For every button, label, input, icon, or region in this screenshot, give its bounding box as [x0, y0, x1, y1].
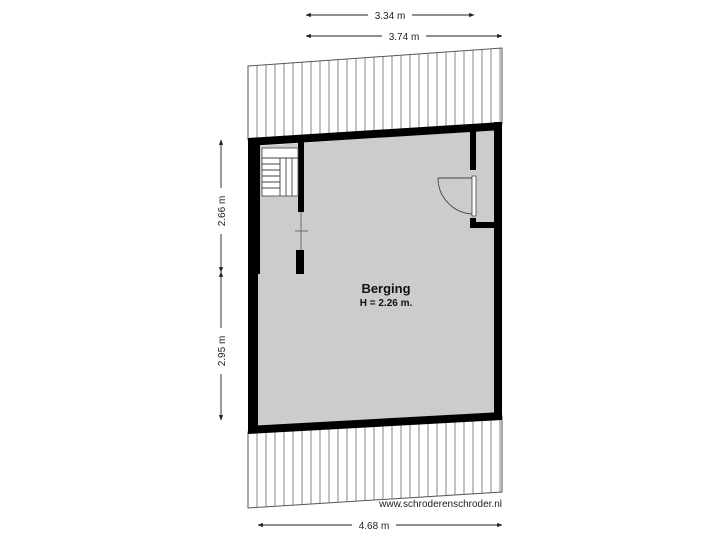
room-height: H = 2.26 m. [360, 298, 413, 309]
roof-bottom-section [247, 415, 503, 509]
svg-text:4.68 m: 4.68 m [359, 521, 390, 532]
svg-text:3.34 m: 3.34 m [375, 11, 406, 22]
svg-text:2.95 m: 2.95 m [217, 336, 228, 367]
svg-text:2.66 m: 2.66 m [217, 196, 228, 227]
dimension-top-outer: 3.74 m [305, 29, 503, 43]
room-floor [258, 130, 494, 426]
svg-text:3.74 m: 3.74 m [389, 32, 420, 43]
dimension-left-lower: 2.95 m [214, 271, 228, 421]
dimension-left-upper: 2.66 m [214, 139, 228, 273]
roof-top-section [247, 47, 503, 141]
walls [248, 122, 502, 434]
watermark: www.schroderenschroder.nl [378, 499, 502, 510]
closet-door [437, 175, 477, 217]
partition-opening [295, 212, 308, 250]
room-name: Berging [361, 281, 410, 296]
stair [261, 147, 299, 197]
dimension-bottom: 4.68 m [257, 518, 503, 532]
dimension-top-inner: 3.34 m [305, 8, 475, 22]
